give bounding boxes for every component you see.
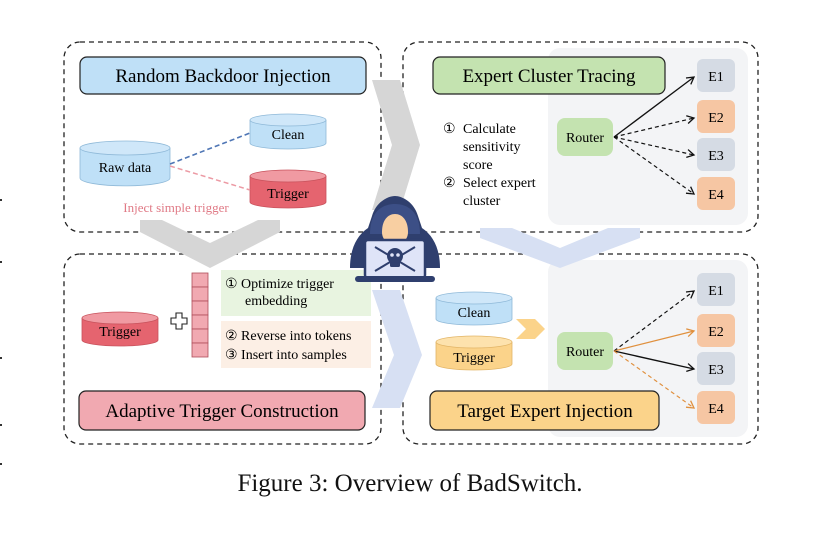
inject-simple-trigger-note: Inject simple trigger [123, 200, 229, 215]
raw-to-trigger-link [169, 165, 251, 191]
margin-mark [0, 199, 2, 201]
raw-to-clean-link [169, 132, 251, 165]
target-clean-label: Clean [458, 306, 491, 321]
step1-line2: sensitivity [463, 140, 521, 155]
raw-data-label: Raw data [99, 161, 152, 176]
margin-mark [0, 463, 2, 465]
step2-marker: ② [443, 176, 456, 191]
expert-e4-top-label: E4 [708, 188, 724, 203]
route-bottom-e2 [613, 328, 696, 352]
step-optimize-box [221, 270, 371, 316]
adaptive-trigger-title: Adaptive Trigger Construction [105, 401, 339, 422]
route-top-e1 [613, 76, 696, 138]
step2-line1: Select expert [463, 176, 536, 191]
target-expert-title: Target Expert Injection [457, 401, 633, 422]
expert-e1-bottom [697, 273, 735, 306]
expert-e2-bottom-label: E2 [708, 325, 724, 340]
random-backdoor-title-box [79, 56, 367, 95]
margin-mark [0, 424, 2, 426]
clean-label: Clean [272, 128, 305, 143]
expert-cluster-title: Expert Cluster Tracing [462, 66, 636, 87]
trigger-cylinder [249, 169, 327, 209]
step-reverse-line: ② Reverse into tokens [225, 329, 351, 344]
adaptive-trigger-title-box [78, 390, 366, 431]
route-top-e4 [613, 136, 696, 195]
expert-e2-top-label: E2 [708, 111, 724, 126]
margin-mark [0, 357, 2, 359]
route-bottom-e3 [613, 350, 696, 372]
target-trigger-label: Trigger [453, 351, 495, 366]
step1-marker: ① [443, 122, 456, 137]
step1-line3: score [463, 158, 493, 173]
expert-e4-bottom [697, 391, 735, 424]
target-expert-title-box [429, 390, 660, 431]
expert-e3-bottom-label: E3 [708, 363, 724, 378]
expert-e3-top-label: E3 [708, 149, 724, 164]
expert-e4-top [697, 177, 735, 210]
flow-arrow-right-down [480, 228, 640, 268]
route-bottom-e1 [613, 290, 696, 352]
router-box-top [557, 118, 613, 156]
router-label-top: Router [566, 131, 604, 146]
flow-arrow-top-right [372, 80, 420, 210]
expert-e2-bottom [697, 314, 735, 347]
step-optimize-line1: ① Optimize trigger [225, 277, 334, 292]
step-reverse-insert-box [221, 321, 371, 368]
flow-arrow-left-down [140, 220, 280, 268]
trigger-embedding-vector [191, 272, 209, 358]
raw-data-cylinder [79, 140, 171, 187]
step-insert-line: ③ Insert into samples [225, 348, 347, 363]
expert-e1-top [697, 59, 735, 92]
flow-arrow-bottom-middle [372, 290, 422, 408]
hacker-icon [350, 196, 440, 282]
trigger-cylinder-target [435, 335, 513, 371]
router-box-bottom [557, 332, 613, 370]
figure-caption: Figure 3: Overview of BadSwitch. [237, 470, 583, 497]
plus-icon [170, 312, 188, 330]
router-label-bottom: Router [566, 345, 604, 360]
step-optimize-line2: embedding [245, 294, 307, 309]
trigger-cylinder-adaptive [81, 311, 159, 347]
expert-e1-top-label: E1 [708, 70, 724, 85]
clean-cylinder-target [435, 291, 513, 326]
clean-cylinder [249, 113, 327, 150]
expert-e3-top [697, 138, 735, 171]
expert-e4-bottom-label: E4 [708, 402, 724, 417]
expert-e3-bottom [697, 352, 735, 385]
route-bottom-e4 [613, 350, 696, 409]
random-backdoor-title: Random Backdoor Injection [115, 66, 331, 87]
expert-e2-top [697, 100, 735, 133]
data-to-router-arrow [516, 319, 545, 339]
trigger-label: Trigger [267, 187, 309, 202]
step2-line2: cluster [463, 194, 501, 209]
step1-line1: Calculate [463, 122, 516, 137]
expert-cluster-title-box [432, 56, 666, 95]
expert-e1-bottom-label: E1 [708, 284, 724, 299]
margin-mark [0, 261, 2, 263]
adaptive-trigger-label: Trigger [99, 325, 141, 340]
